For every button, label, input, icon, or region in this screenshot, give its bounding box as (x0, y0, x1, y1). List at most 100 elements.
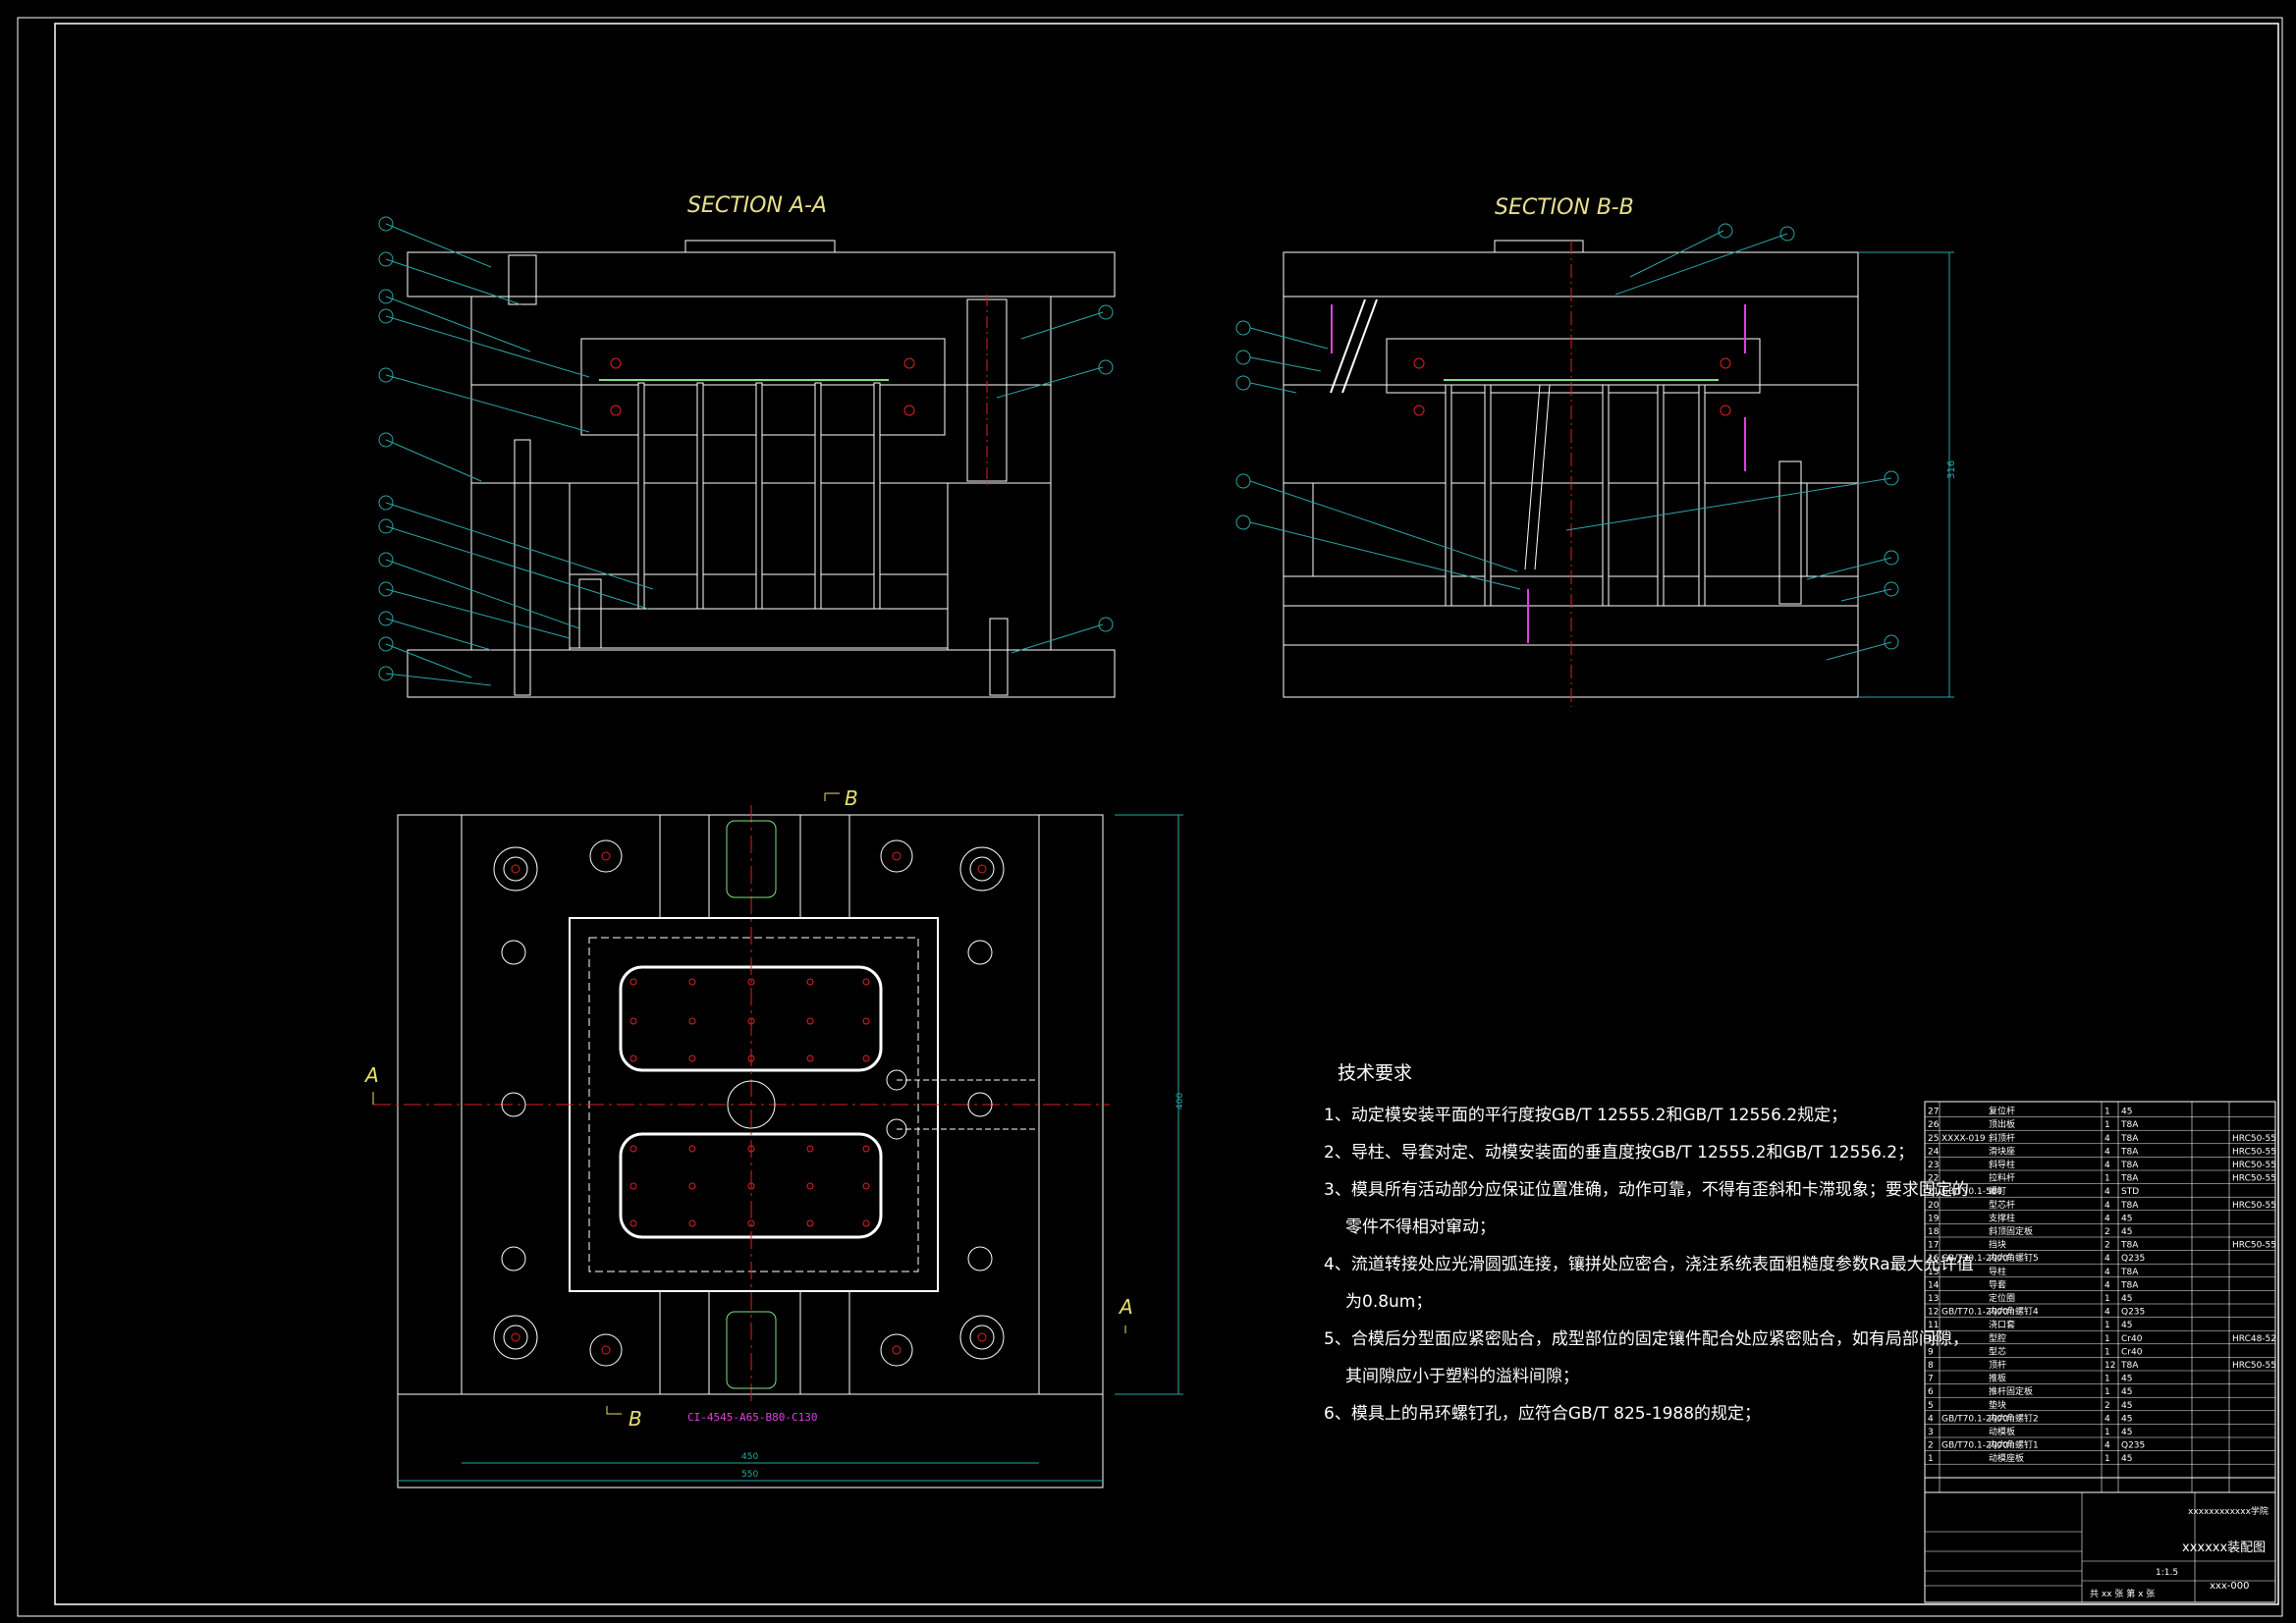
bom-cell-std: GB/T70.1-500 (1941, 1187, 2002, 1197)
note-item: 2、导柱、导套对定、动模安装面的垂直度按GB/T 12555.2和GB/T 12… (1324, 1143, 1915, 1163)
bom-cell-name: 支撑柱 (1989, 1212, 2015, 1223)
bom-cell-mat: 45 (2121, 1108, 2132, 1117)
bom-cell-no: 24 (1928, 1147, 1940, 1157)
bom-cell-name: 挡块 (1989, 1239, 2006, 1251)
bom-cell-qty: 4 (2105, 1280, 2110, 1290)
bom-cell-name: 导柱 (1989, 1266, 2006, 1277)
bom-cell-mat: 45 (2121, 1294, 2132, 1304)
bom-cell-name: 复位杆 (1989, 1106, 2015, 1117)
bom-cell-qty: 2 (2105, 1227, 2110, 1237)
bom-cell-note: HRC50-55 (2232, 1241, 2276, 1251)
bom-cell-no: 12 (1928, 1308, 1939, 1318)
outer-border (17, 17, 2283, 1617)
inner-border (54, 23, 2279, 1605)
bom-cell-mat: T8A (2120, 1201, 2139, 1211)
bom-cell-mat: T8A (2120, 1161, 2139, 1170)
bom-cell-qty: 4 (2105, 1308, 2110, 1318)
bom-cell-mat: T8A (2120, 1147, 2139, 1157)
bom-cell-no: 10 (1928, 1334, 1940, 1344)
bom-cell-mat: 45 (2121, 1227, 2132, 1237)
bom-cell-note: HRC50-55 (2232, 1161, 2276, 1170)
bom-cell-qty: 1 (2105, 1174, 2110, 1184)
bom-cell-name: 推板 (1989, 1373, 2006, 1384)
bom-cell-no: 3 (1928, 1428, 1934, 1437)
bom-cell-name: 拉料杆 (1989, 1172, 2015, 1184)
section-b-title: SECTION B-B (1495, 195, 1634, 220)
plan-dim-outer: 550 (741, 1470, 758, 1480)
bom-cell-no: 25 (1928, 1134, 1939, 1144)
bom-cell-name: 型芯 (1989, 1345, 2006, 1357)
bom-cell-name: 动模座板 (1989, 1452, 2024, 1464)
bom-cell-mat: Cr40 (2121, 1334, 2143, 1344)
plan-label-a-right: A (1118, 1295, 1133, 1319)
bom-cell-name: 推杆固定板 (1989, 1385, 2033, 1397)
bom-cell-no: 14 (1928, 1280, 1940, 1290)
bom-cell-note: HRC50-55 (2232, 1361, 2276, 1371)
bom-cell-std: GB/T70.1-2000 (1941, 1441, 2008, 1451)
note-item: 为0.8um； (1345, 1292, 1433, 1312)
bom-cell-no: 6 (1928, 1387, 1934, 1397)
bom-cell-mat: 45 (2121, 1387, 2132, 1397)
bom-cell-name: 滑块座 (1989, 1145, 2015, 1157)
note-item: 5、合模后分型面应紧密贴合，成型部位的固定镶件配合处应紧密贴合，如有局部间隙， (1324, 1329, 1969, 1349)
bom-cell-mat: Cr40 (2121, 1347, 2143, 1357)
bom-cell-qty: 4 (2105, 1441, 2110, 1451)
bom-cell-name: 定位圈 (1989, 1292, 2015, 1304)
bom-cell-no: 20 (1928, 1201, 1940, 1211)
bom-cell-no: 26 (1928, 1120, 1940, 1130)
dim-b-height: 316 (1946, 460, 1957, 479)
bom-cell-name: 顶出板 (1989, 1118, 2015, 1130)
bom-cell-qty: 4 (2105, 1187, 2110, 1197)
bom-cell-mat: STD (2121, 1187, 2139, 1197)
bom-cell-qty: 1 (2105, 1321, 2110, 1330)
section-a-view: SECTION A-A (378, 193, 1116, 698)
bom-cell-qty: 1 (2105, 1347, 2110, 1357)
plan-dim-height: 400 (1175, 1093, 1185, 1109)
bom-cell-no: 2 (1928, 1441, 1934, 1451)
bom-cell-mat: T8A (2120, 1120, 2139, 1130)
bom-cell-mat: T8A (2120, 1134, 2139, 1144)
bom-cell-note: HRC48-52 (2232, 1334, 2276, 1344)
bom-cell-name: 顶杆 (1989, 1359, 2006, 1371)
bom-cell-qty: 1 (2105, 1375, 2110, 1384)
bom-cell-name: 螺钉 (1989, 1186, 2006, 1197)
bom-cell-no: 17 (1928, 1241, 1939, 1251)
bom-cell-name: 垫块 (1989, 1399, 2006, 1411)
bom-cell-mat: Q235 (2121, 1441, 2145, 1451)
title-scale: 1:1.5 (2156, 1568, 2178, 1578)
bom-cell-mat: T8A (2120, 1174, 2139, 1184)
bom-cell-no: 1 (1928, 1454, 1934, 1464)
bom-cell-no: 18 (1928, 1227, 1940, 1237)
bom-cell-qty: 1 (2105, 1120, 2110, 1130)
bom-cell-mat: Q235 (2121, 1254, 2145, 1264)
bom-cell-mat: Q235 (2121, 1308, 2145, 1318)
bom-cell-qty: 1 (2105, 1454, 2110, 1464)
bom-cell-note: HRC50-55 (2232, 1147, 2276, 1157)
bom-cell-no: 5 (1928, 1401, 1934, 1411)
bom-cell-qty: 4 (2105, 1201, 2110, 1211)
bom-cell-no: 19 (1928, 1214, 1940, 1223)
bom-cell-no: 23 (1928, 1161, 1939, 1170)
bom-cell-mat: 45 (2121, 1214, 2132, 1223)
bom-cell-no: 15 (1928, 1268, 1939, 1277)
bom-cell-name: 内六角螺钉4 (1989, 1306, 2039, 1318)
title-school: xxxxxxxxxxxx学院 (2188, 1505, 2269, 1517)
bom-cell-mat: 45 (2121, 1414, 2132, 1424)
plan-part-code: CI-4545-A65-B80-C130 (687, 1411, 817, 1424)
bom-cell-name: 斜顶杆 (1989, 1132, 2015, 1144)
bom-cell-name: 内六角螺钉1 (1989, 1439, 2039, 1451)
title-sheets: 共 xx 张 第 x 张 (2090, 1588, 2155, 1599)
bom-cell-qty: 1 (2105, 1334, 2110, 1344)
bom-cell-std: GB/T70.1-2000 (1941, 1414, 2008, 1424)
plan-view: B B A A CI-4545-A65-B80-C130 450 550 400 (363, 786, 1185, 1488)
bom-cell-no: 8 (1928, 1361, 1934, 1371)
bom-cell-qty: 1 (2105, 1294, 2110, 1304)
bom-cell-qty: 1 (2105, 1428, 2110, 1437)
bom-cell-qty: 1 (2105, 1108, 2110, 1117)
bom-cell-name: 斜导柱 (1989, 1159, 2015, 1170)
bom-cell-name: 浇口套 (1989, 1319, 2015, 1330)
bom-cell-mat: 45 (2121, 1321, 2132, 1330)
bom-cell-name: 导套 (1989, 1278, 2006, 1290)
bom-cell-qty: 12 (2105, 1361, 2115, 1371)
bom-cell-qty: 4 (2105, 1414, 2110, 1424)
